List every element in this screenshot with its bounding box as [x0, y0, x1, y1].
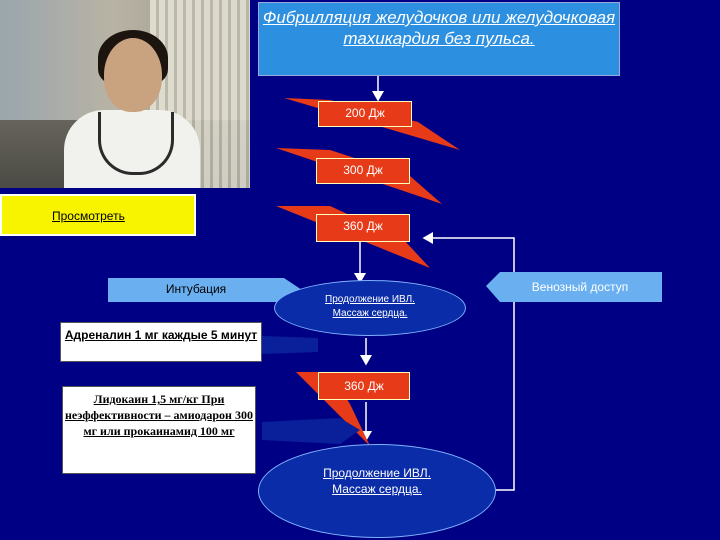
shock2-box: 300 Дж — [316, 158, 410, 184]
connector-loop-back — [422, 232, 515, 491]
shock1-box: 200 Дж — [318, 101, 412, 127]
shock3-box: 360 Дж — [316, 214, 410, 242]
lidocaine-box: Лидокаин 1,5 мг/кг При неэффективности –… — [62, 386, 256, 474]
venous-access-label: Венозный доступ — [531, 280, 629, 294]
venous-arrow-shape — [486, 272, 662, 302]
cpr-ellipse-1: Продолжение ИВЛ. Массаж сердца. — [274, 280, 466, 336]
intubation-arrow-shape — [108, 278, 302, 302]
flowchart-title: Фибрилляция желудочков или желудочковая … — [258, 2, 620, 76]
shock4-box: 360 Дж — [318, 372, 410, 400]
presenter-photo — [0, 0, 250, 188]
review-button[interactable]: Просмотреть — [0, 194, 196, 236]
cpr-ellipse-2: Продолжение ИВЛ. Массаж сердца. — [258, 444, 496, 538]
lidocaine-arrow-shape — [262, 418, 360, 444]
adrenaline-arrow-shape — [262, 336, 318, 354]
intubation-label: Интубация — [165, 282, 227, 296]
adrenaline-box: Адреналин 1 мг каждые 5 минут — [60, 322, 262, 362]
